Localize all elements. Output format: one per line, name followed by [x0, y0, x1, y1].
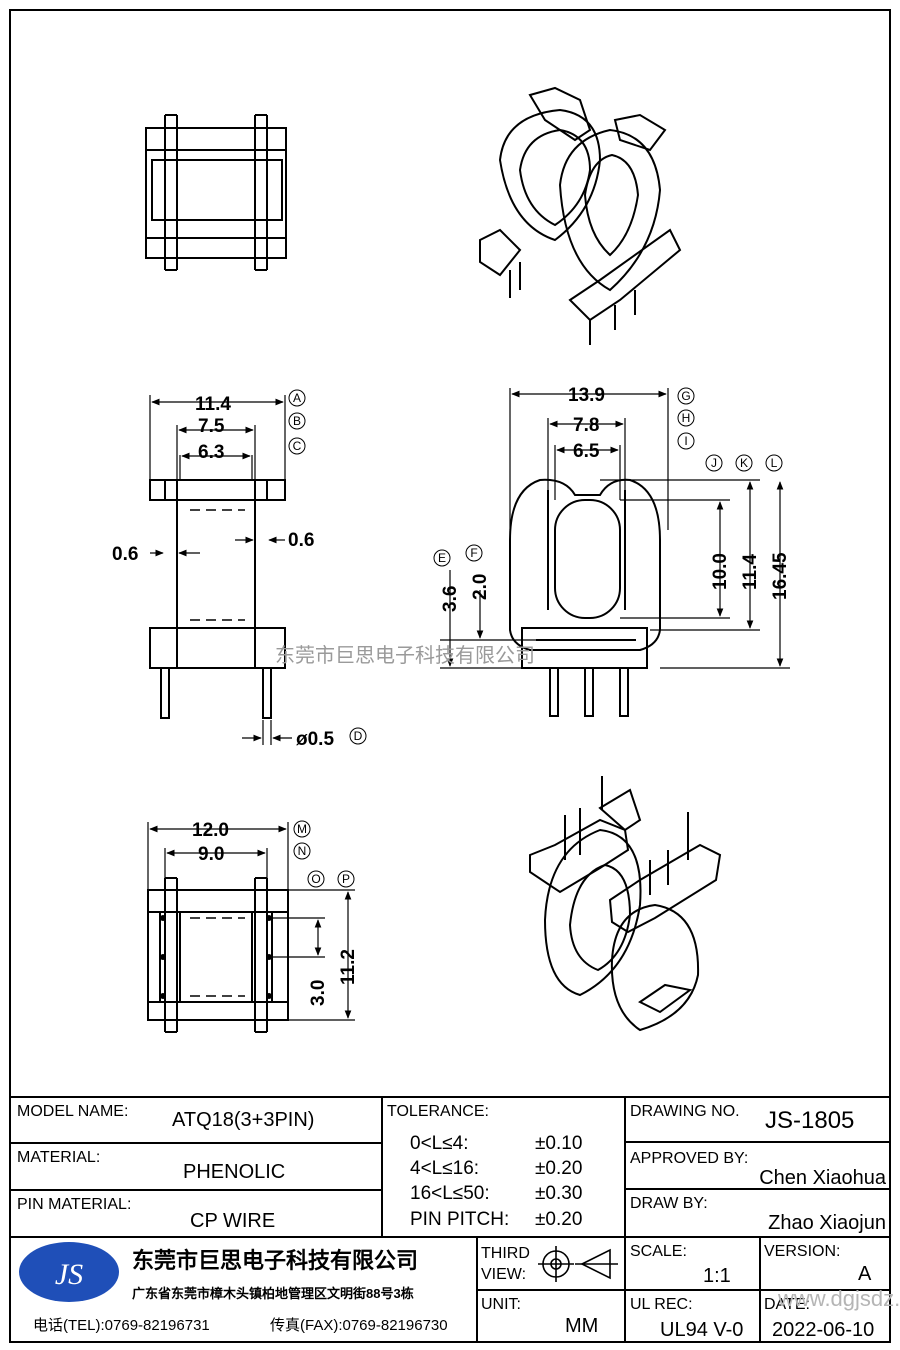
dim-pin-diameter: ø0.5 — [296, 729, 334, 750]
company-logo: JS — [19, 1242, 119, 1302]
isometric-view-top — [479, 86, 682, 345]
svg-text:O: O — [311, 872, 320, 886]
dim-3-0: 3.0 — [308, 980, 329, 1006]
bottom-view-dims — [147, 822, 355, 1021]
tolerance-table: 0<L≤4: ±0.10 4<L≤16: ±0.20 16<L≤50: ±0.3… — [410, 1133, 582, 1230]
svg-text:D: D — [354, 729, 363, 743]
company-tel: 电话(TEL):0769-82196731 — [33, 1317, 210, 1334]
third-angle-projection-icon — [538, 1246, 618, 1282]
ul-rec-value: UL94 V-0 — [660, 1319, 743, 1341]
material-label: MATERIAL: — [17, 1149, 100, 1166]
pin-material-value: CP WIRE — [190, 1210, 275, 1232]
third-view-label-1: THIRD — [481, 1245, 530, 1262]
tol-range-4: PIN PITCH: — [410, 1209, 509, 1230]
company-watermark: 东莞市巨思电子科技有限公司 — [275, 644, 535, 667]
dim-10-0: 10.0 — [710, 553, 731, 590]
svg-text:K: K — [740, 456, 748, 470]
dim-13-9: 13.9 — [568, 385, 605, 406]
dim-9-0: 9.0 — [198, 844, 224, 865]
front-view — [149, 479, 286, 719]
scale-label: SCALE: — [630, 1243, 687, 1260]
side-view — [509, 478, 661, 717]
version-value: A — [858, 1263, 872, 1285]
tol-value-2: ±0.20 — [535, 1158, 582, 1179]
callouts-e-l: E F G H I J K L — [433, 387, 783, 567]
dim-0-6-left: 0.6 — [112, 544, 138, 565]
dim-12-0: 12.0 — [192, 820, 229, 841]
svg-text:A: A — [293, 391, 301, 405]
approved-by-value: Chen Xiaohua — [759, 1167, 887, 1189]
svg-text:P: P — [342, 872, 350, 886]
date-label: DATE: — [764, 1296, 810, 1313]
sheet-border — [9, 9, 891, 1343]
company-name: 东莞市巨思电子科技有限公司 — [132, 1248, 418, 1273]
tolerance-label: TOLERANCE: — [387, 1103, 489, 1120]
approved-by-label: APPROVED BY: — [630, 1150, 748, 1167]
tol-value-4: ±0.20 — [535, 1209, 582, 1230]
tol-range-1: 0<L≤4: — [410, 1133, 469, 1154]
scale-value: 1:1 — [703, 1265, 731, 1287]
title-block-grid — [10, 1096, 890, 1342]
svg-text:B: B — [293, 414, 301, 428]
svg-text:I: I — [684, 434, 687, 448]
model-name-label: MODEL NAME: — [17, 1103, 128, 1120]
top-plan-view — [145, 114, 287, 271]
isometric-view-bottom — [529, 776, 722, 1032]
dim-2-0: 2.0 — [470, 574, 491, 600]
site-watermark: www.dgjsdz.com — [777, 1286, 900, 1311]
model-name-value: ATQ18(3+3PIN) — [172, 1109, 314, 1131]
pin-material-label: PIN MATERIAL: — [17, 1196, 131, 1213]
drawing-no-label: DRAWING NO. — [630, 1103, 740, 1120]
tol-range-3: 16<L≤50: — [410, 1183, 490, 1204]
date-value: 2022-06-10 — [772, 1319, 874, 1341]
dim-16-45: 16.45 — [770, 552, 791, 600]
svg-text:J: J — [711, 456, 717, 470]
front-view-dims — [149, 395, 292, 745]
unit-label: UNIT: — [481, 1296, 521, 1313]
drawing-no-value: JS-1805 — [765, 1107, 854, 1134]
tol-value-1: ±0.10 — [535, 1133, 582, 1154]
svg-text:H: H — [682, 411, 691, 425]
ul-rec-label: UL REC: — [630, 1296, 693, 1313]
version-label: VERSION: — [764, 1243, 840, 1260]
unit-value: MM — [565, 1315, 598, 1337]
material-value: PHENOLIC — [183, 1161, 285, 1183]
logo-text: JS — [55, 1258, 83, 1291]
svg-text:E: E — [438, 551, 446, 565]
svg-text:F: F — [470, 546, 477, 560]
dim-3-6: 3.6 — [440, 586, 461, 612]
bottom-pins — [160, 915, 272, 999]
svg-text:L: L — [771, 456, 778, 470]
side-view-dims — [440, 388, 790, 669]
svg-text:N: N — [298, 844, 307, 858]
dim-6-3: 6.3 — [198, 442, 224, 463]
dim-6-5: 6.5 — [573, 441, 600, 462]
callouts-m-p: M N O P — [293, 820, 355, 888]
tol-value-3: ±0.30 — [535, 1183, 582, 1204]
dim-7-5: 7.5 — [198, 416, 225, 437]
third-view-label-2: VIEW: — [481, 1266, 526, 1283]
callouts-a-d: A B C D — [288, 389, 367, 745]
svg-text:C: C — [293, 439, 302, 453]
draw-by-value: Zhao Xiaojun — [768, 1212, 886, 1234]
dim-7-8: 7.8 — [573, 415, 599, 436]
company-fax: 传真(FAX):0769-82196730 — [270, 1316, 448, 1334]
dim-11-4: 11.4 — [195, 394, 231, 415]
draw-by-label: DRAW BY: — [630, 1195, 708, 1212]
dim-11-4-height: 11.4 — [740, 554, 761, 590]
dim-0-6-right: 0.6 — [288, 530, 314, 551]
svg-text:M: M — [297, 822, 307, 836]
dim-11-2: 11.2 — [338, 949, 359, 985]
svg-text:G: G — [681, 389, 690, 403]
company-address: 广东省东莞市樟木头镇柏地管理区文明街88号3栋 — [132, 1286, 414, 1301]
tol-range-2: 4<L≤16: — [410, 1158, 479, 1179]
